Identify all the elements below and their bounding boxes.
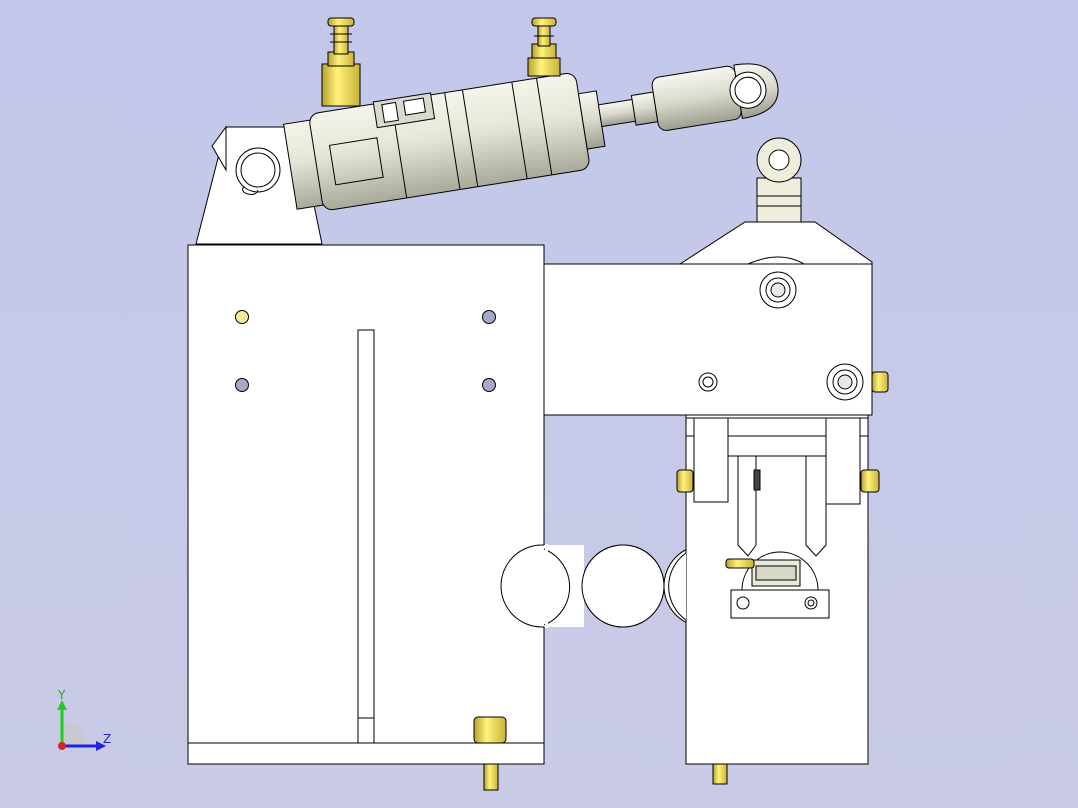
locating-pin-right[interactable] — [712, 763, 728, 785]
triad-y-label: Y — [57, 688, 66, 702]
left-main-block[interactable] — [187, 244, 545, 765]
arm-plate[interactable] — [543, 221, 873, 416]
air-fitting-left[interactable] — [321, 17, 361, 107]
lifting-eye[interactable] — [756, 137, 802, 223]
coordinate-triad: Y Z — [57, 688, 111, 751]
pneumatic-cylinder[interactable] — [282, 39, 786, 215]
mounting-hole — [235, 310, 249, 324]
mounting-hole — [482, 310, 496, 324]
locating-pin-left[interactable] — [473, 716, 507, 791]
triad-z-label: Z — [103, 732, 111, 746]
arm-stub[interactable] — [871, 371, 889, 393]
pin-hole — [698, 372, 718, 392]
roller-front-mask — [543, 544, 584, 628]
mounting-hole — [235, 378, 249, 392]
gripper-assembly[interactable] — [685, 417, 869, 557]
sensor-clamp[interactable] — [725, 551, 830, 619]
side-pin-right[interactable] — [860, 469, 880, 493]
air-fitting-right[interactable] — [527, 17, 561, 77]
side-pin-left[interactable] — [676, 469, 694, 493]
mounting-hole — [482, 378, 496, 392]
